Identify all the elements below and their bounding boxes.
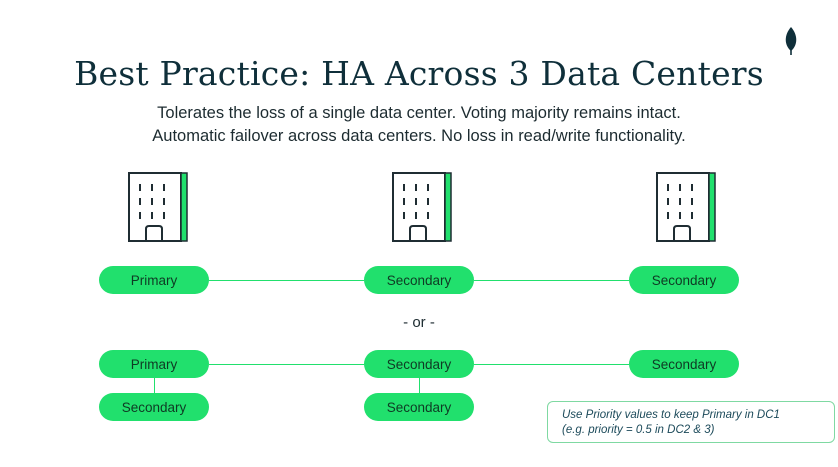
node-secondary-dc2: Secondary <box>364 266 474 294</box>
node-primary-dc1: Primary <box>99 350 209 378</box>
connector-line <box>154 378 155 393</box>
building-icon <box>128 172 188 242</box>
subtitle-line-2: Automatic failover across data centers. … <box>152 127 686 145</box>
page-title: Best Practice: HA Across 3 Data Centers <box>74 54 764 93</box>
leaf-icon <box>785 27 797 55</box>
node-primary-dc1: Primary <box>99 266 209 294</box>
building-icon <box>656 172 716 242</box>
node-secondary-dc2-extra: Secondary <box>364 393 474 421</box>
priority-note: Use Priority values to keep Primary in D… <box>547 401 835 443</box>
connector-line <box>209 364 364 365</box>
subtitle-line-1: Tolerates the loss of a single data cent… <box>157 104 681 122</box>
node-secondary-dc3: Secondary <box>629 350 739 378</box>
note-line-2: (e.g. priority = 0.5 in DC2 & 3) <box>562 424 715 436</box>
or-separator: - or - <box>403 314 435 331</box>
node-secondary-dc2: Secondary <box>364 350 474 378</box>
node-secondary-dc3: Secondary <box>629 266 739 294</box>
connector-line <box>474 364 629 365</box>
note-line-1: Use Priority values to keep Primary in D… <box>562 409 780 421</box>
connector-line <box>209 280 364 281</box>
node-secondary-dc1: Secondary <box>99 393 209 421</box>
building-icon <box>392 172 452 242</box>
connector-line <box>419 378 420 393</box>
connector-line <box>474 280 629 281</box>
